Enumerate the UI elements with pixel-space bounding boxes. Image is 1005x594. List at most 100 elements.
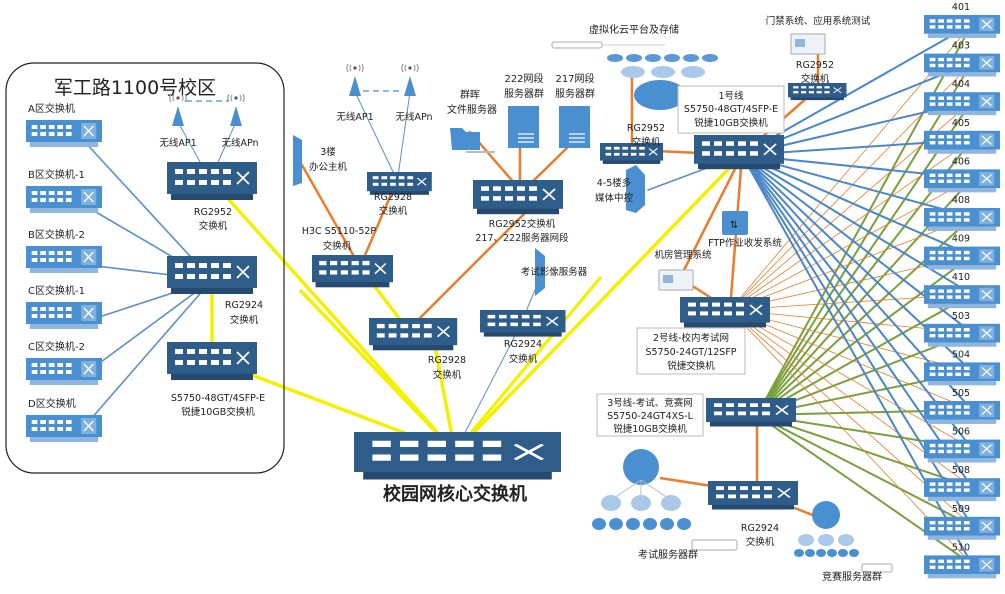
room-number-label: 410 (952, 272, 970, 283)
switch-model: RG2924 (741, 523, 779, 534)
line1-label-box (677, 85, 785, 134)
contest-server-node-icon (838, 534, 854, 546)
campus-s5750-switch[interactable] (166, 341, 258, 381)
link-mid-apn (397, 91, 411, 177)
media-control-icon (626, 165, 645, 213)
campus-switch-label: B区交换机-1 (28, 168, 85, 181)
line3-desc: 锐捷10GB交换机 (613, 423, 687, 435)
room-switch-404[interactable] (923, 91, 1001, 116)
link-line3-room-410 (756, 293, 973, 416)
link-line2-room-406 (729, 177, 973, 311)
room-switch-401[interactable] (923, 14, 1001, 39)
campus-switch-label: B区交换机-2 (28, 228, 85, 241)
rg2924-bottom-switch[interactable] (707, 480, 799, 511)
link-line3-room-401 (756, 23, 973, 416)
campus-switch-c2[interactable] (25, 357, 103, 386)
mid-rg2924-switch[interactable] (479, 309, 567, 338)
room-switch-508[interactable] (923, 477, 1001, 502)
line3-s5750-switch[interactable] (705, 397, 797, 428)
server-group-label: 222网段 (504, 72, 543, 85)
exam-servers-label: 考试服务器群 (638, 548, 698, 561)
switch-model: S5750-48GT/4SFP-E (171, 393, 265, 404)
rg2952-access-switch[interactable] (787, 82, 848, 101)
server-222-icon (508, 106, 539, 148)
contest-storage-bar (861, 563, 893, 573)
line2-label-box (636, 327, 746, 375)
room-switch-504[interactable] (923, 361, 1001, 387)
room-switch-509[interactable] (923, 516, 1001, 541)
line3-label-box (596, 393, 704, 437)
ap-label: 无线APn (395, 111, 432, 123)
switch-model: RG2924 (225, 300, 263, 311)
switch-model: RG2952 (796, 60, 834, 71)
switch-label: 交换机 (323, 240, 352, 252)
ap-label: 无线AP1 (159, 137, 196, 149)
campus-boundary (5, 62, 285, 474)
link-campus-area-6 (89, 279, 213, 421)
server-217-icon (559, 106, 590, 148)
room-switch-410[interactable] (923, 284, 1001, 309)
line2-s5750-switch[interactable] (679, 296, 771, 329)
office-host-icon (293, 135, 302, 186)
room-switch-408[interactable] (923, 207, 1001, 232)
campus-switch-label: C区交换机-1 (28, 284, 85, 297)
campus-switch-b1[interactable] (25, 185, 103, 214)
rg2952-servers-switch[interactable] (472, 179, 564, 216)
room-switch-510[interactable] (923, 554, 1001, 580)
exam-server-leaf-icon (643, 518, 657, 530)
cloud-node-icon (664, 54, 680, 62)
link-line3-room-409 (756, 254, 973, 416)
exam-server-leaf-icon (626, 518, 640, 530)
server-group-label: 服务器群 (504, 87, 544, 100)
cloud-node-icon (681, 66, 705, 78)
campus-rg2952-switch[interactable] (166, 161, 258, 201)
switch-label: 交换机 (746, 536, 775, 548)
h3c-s5110-switch[interactable] (311, 254, 394, 289)
line1-model: S5750-48GT/4SFP-E (684, 104, 778, 115)
switch-label: 217、222服务器网段 (475, 232, 569, 244)
file-server-label: 群晖 (460, 88, 480, 101)
campus-switch-label: C区交换机-2 (28, 340, 85, 353)
mid-rg2928-switch[interactable] (368, 317, 459, 352)
link-line2-room-504 (729, 309, 973, 372)
core-switch[interactable] (354, 432, 561, 480)
link-line3-room-509 (756, 414, 973, 527)
campus-switch-label: A区交换机 (28, 102, 75, 115)
campus-rg2924-switch[interactable] (166, 255, 258, 295)
cloud-node-icon (626, 54, 642, 62)
contest-server-leaf-icon (849, 549, 859, 557)
link-line1-room-508 (741, 154, 973, 489)
campus-switch-a[interactable] (25, 119, 103, 148)
room-number-label: 409 (952, 234, 970, 245)
room-mgmt-icon-detail (663, 275, 673, 283)
file-server-icon (450, 128, 480, 150)
exam-server-leaf-icon (592, 518, 606, 530)
media-control-label: 4-5楼多 (597, 177, 632, 189)
cloud-node-icon (621, 66, 645, 78)
link-core-campus-rg2952 (212, 181, 457, 454)
link-line2-room-408 (729, 216, 973, 311)
room-switch-503[interactable] (923, 323, 1001, 348)
room-switch-409[interactable] (923, 245, 1001, 271)
switch-model: RG2952 (194, 207, 232, 218)
cloud-node-icon (645, 54, 661, 62)
room-switch-505[interactable] (923, 400, 1001, 425)
cloud-platform-label: 虚拟化云平台及存储 (589, 23, 679, 36)
campus-title: 军工路1100号校区 (54, 77, 216, 99)
room-switch-405[interactable] (923, 130, 1001, 155)
cloud-core-icon (634, 80, 686, 110)
room-switch-406[interactable] (923, 168, 1001, 194)
contest-servers-label: 竞赛服务器群 (822, 570, 882, 583)
line1-s5750-switch[interactable] (693, 134, 785, 171)
campus-switch-b2[interactable] (25, 245, 103, 274)
link-mid-ap1 (354, 91, 396, 177)
campus-switch-c1[interactable] (25, 301, 103, 330)
room-switch-506[interactable] (923, 438, 1001, 464)
link-line1-room-408 (741, 154, 973, 218)
campus-switch-d[interactable] (25, 414, 103, 443)
line1-desc: 锐捷10GB交换机 (694, 117, 768, 129)
exam-server-node-icon (601, 495, 621, 511)
room-switch-403[interactable] (923, 52, 1001, 78)
exam-server-core-icon (623, 449, 659, 485)
link-core-right (453, 276, 602, 454)
